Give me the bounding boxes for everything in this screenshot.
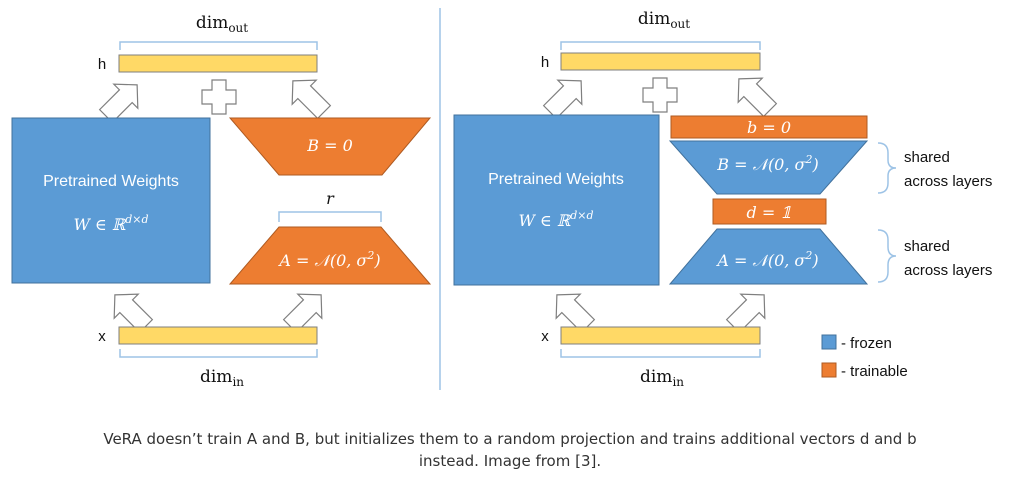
left-panel: dimout h Pretrained Weights W ∈ ℝd×d B =…	[11, 13, 432, 389]
left-weights-formula: W ∈ ℝd×d	[73, 213, 148, 234]
legend: - frozen - trainable	[821, 334, 908, 380]
right-weights-title: Pretrained Weights	[488, 171, 624, 188]
right-A-matrix	[668, 228, 869, 285]
left-dim-in-label: dimin	[200, 367, 244, 389]
right-b-vector	[670, 115, 868, 139]
right-weights-formula: W ∈ ℝd×d	[518, 209, 593, 230]
legend-frozen-swatch	[821, 334, 837, 350]
caption-line-1: VeRA doesn’t train A and B, but initiali…	[103, 430, 917, 448]
right-b-vector-label: b = 0	[747, 118, 791, 137]
right-dim-out-label: dimout	[638, 9, 690, 31]
shared-bottom-brace	[877, 229, 897, 283]
right-arrow-x-to-weights	[555, 293, 596, 334]
figure-caption: VeRA doesn’t train A and B, but initiali…	[60, 428, 960, 472]
left-dim-out-brace	[119, 41, 318, 50]
shared-top-line2: across layers	[904, 173, 992, 190]
left-weights-title: Pretrained Weights	[43, 173, 179, 190]
left-b-matrix	[228, 117, 432, 176]
shared-top-brace	[877, 142, 897, 194]
right-d-vector-label: d = 𝟙	[747, 203, 792, 222]
left-x-vector	[118, 326, 318, 345]
left-arrow-b-to-h	[291, 79, 332, 120]
right-plus-icon	[642, 77, 678, 113]
right-dim-in-label: dimin	[640, 367, 684, 389]
left-r-brace	[278, 211, 382, 222]
shared-top-line1: shared	[904, 149, 950, 166]
legend-frozen-label: - frozen	[841, 335, 892, 352]
right-x-label: x	[541, 328, 549, 345]
right-A-label: A = 𝒩(0, σ2)	[715, 249, 818, 270]
legend-trainable-label: - trainable	[841, 363, 908, 380]
shared-bottom-line1: shared	[904, 238, 950, 255]
right-B-matrix	[668, 140, 869, 195]
left-a-matrix	[228, 226, 432, 285]
left-dim-in-brace	[119, 349, 318, 358]
left-arrow-x-to-weights	[113, 293, 154, 334]
right-h-vector	[560, 52, 761, 71]
right-dim-in-brace	[560, 349, 761, 358]
right-arrow-b-to-h	[737, 77, 778, 118]
caption-line-2: instead. Image from [3].	[418, 452, 602, 470]
right-panel: dimout h Pretrained Weights W ∈ ℝd×d b =…	[453, 9, 992, 389]
left-x-label: x	[98, 328, 106, 345]
right-pretrained-weights	[453, 114, 660, 286]
left-r-label: r	[326, 189, 335, 208]
vera-diagram: dimout h Pretrained Weights W ∈ ℝd×d B =…	[11, 8, 992, 390]
right-h-label: h	[541, 54, 549, 71]
left-h-label: h	[98, 56, 106, 73]
left-pretrained-weights	[11, 117, 211, 284]
left-dim-out-label: dimout	[196, 13, 248, 35]
left-plus-icon	[201, 79, 237, 115]
left-b-label: B = 0	[306, 136, 353, 155]
shared-bottom-line2: across layers	[904, 262, 992, 279]
right-x-vector	[560, 326, 761, 345]
right-d-vector	[712, 198, 827, 225]
right-B-label: B = 𝒩(0, σ2)	[716, 153, 818, 174]
left-h-vector	[118, 54, 318, 73]
left-a-label: A = 𝒩(0, σ2)	[277, 249, 380, 270]
legend-trainable-swatch	[821, 362, 837, 378]
right-dim-out-brace	[560, 41, 761, 50]
